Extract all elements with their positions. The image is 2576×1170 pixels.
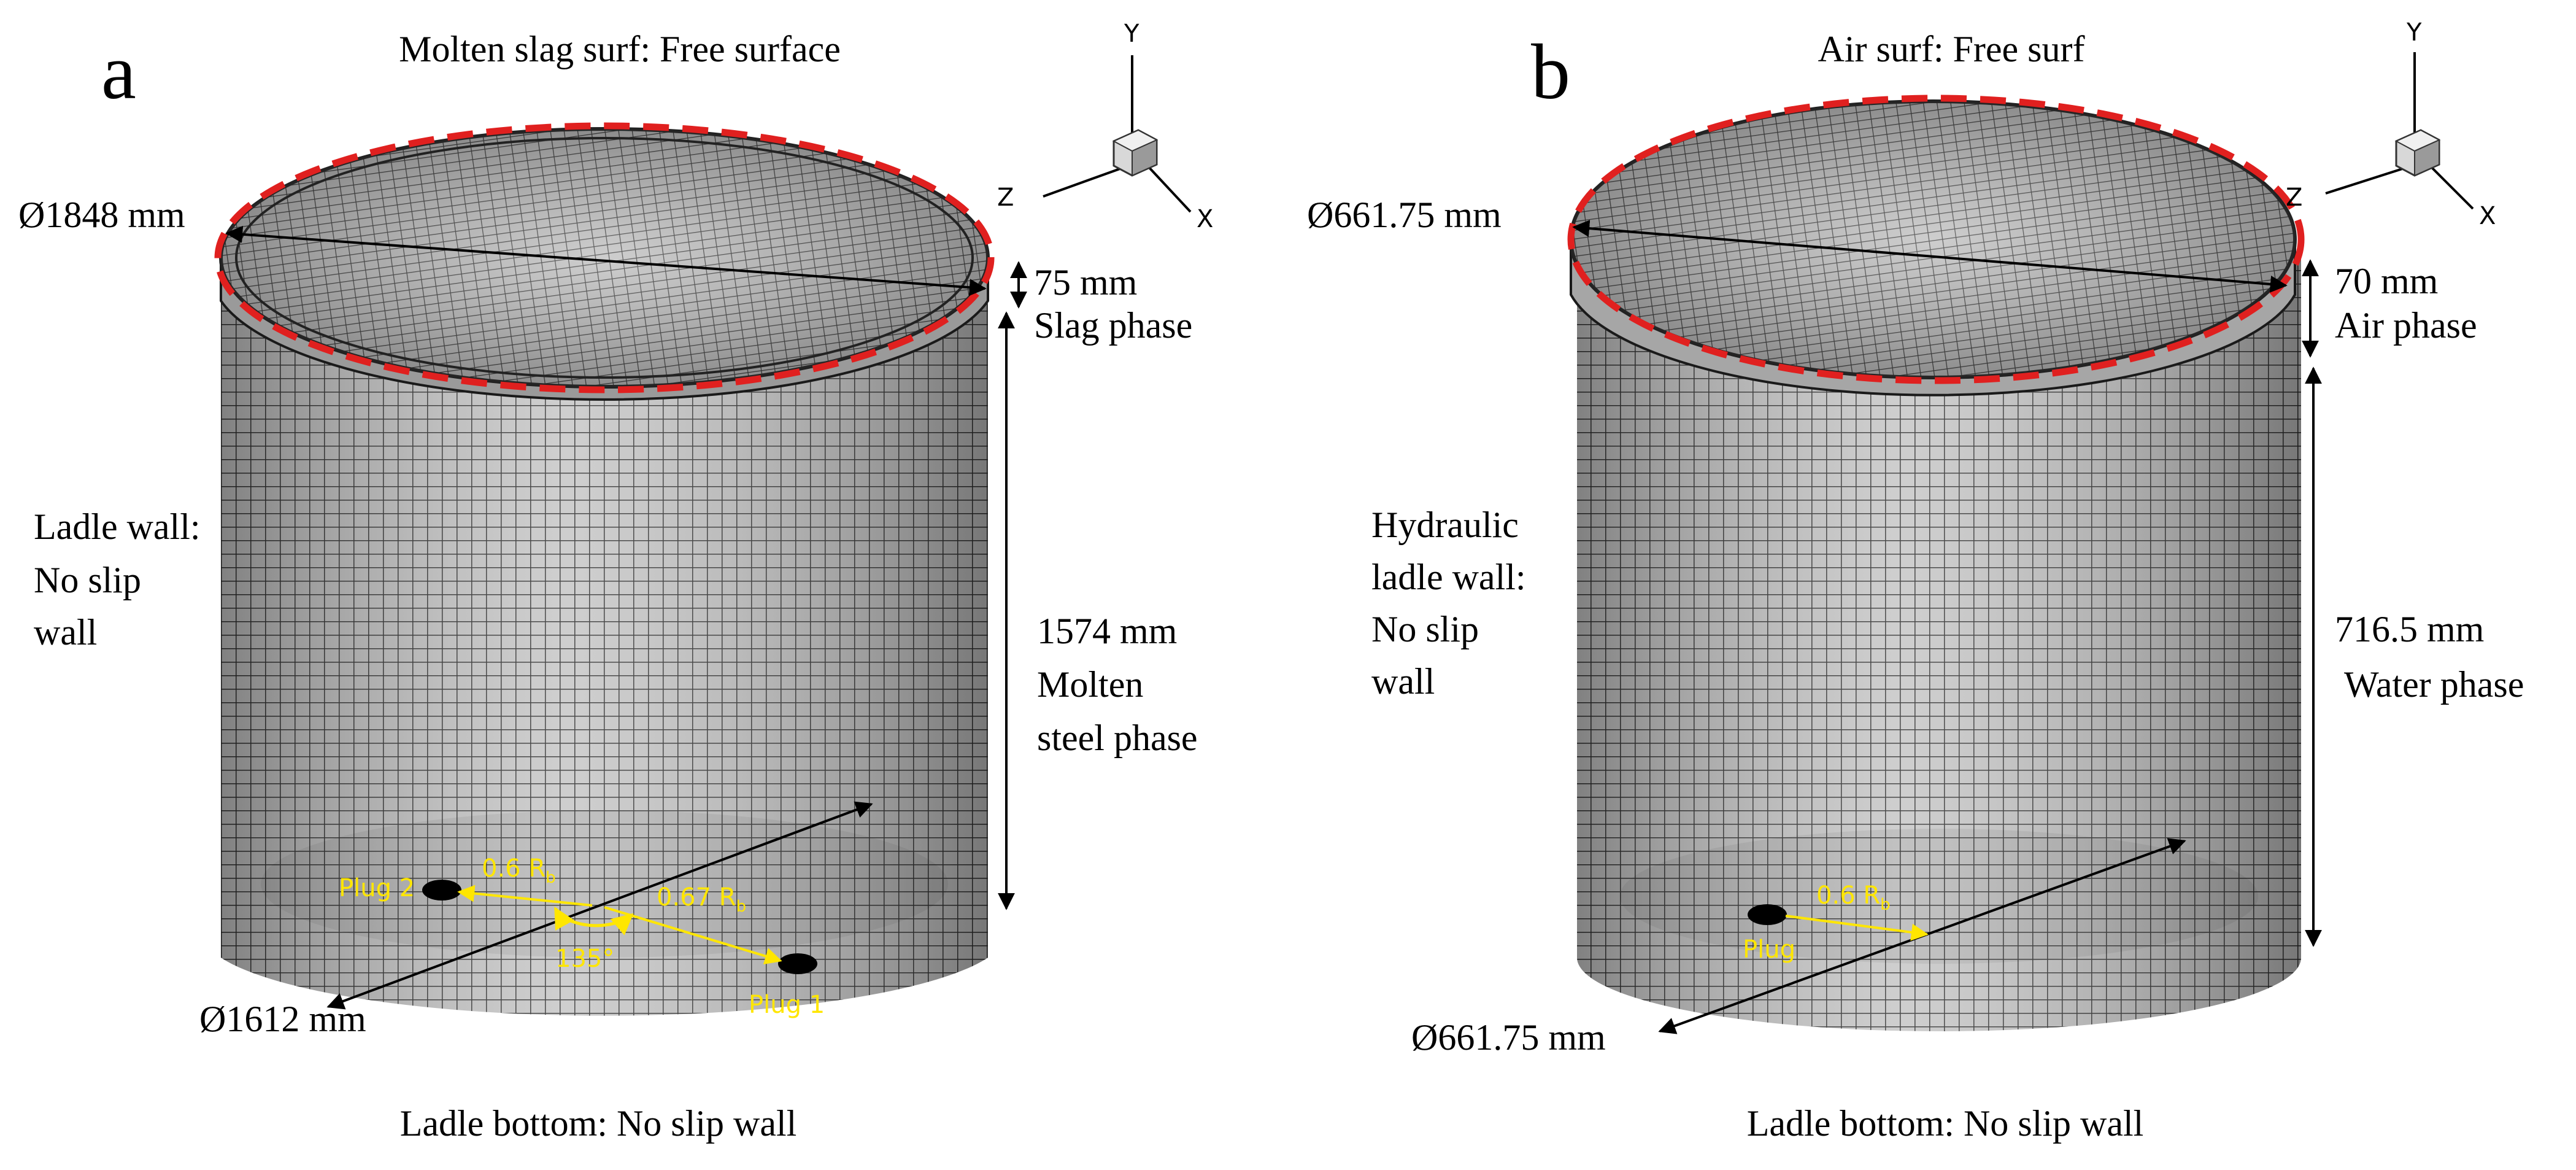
- panel-b-top-layer-phase: Air phase: [2335, 305, 2477, 346]
- panel-b-axis-x: X: [2479, 202, 2496, 230]
- panel-a-bottom-diameter: Ø1612 mm: [199, 999, 366, 1039]
- panel-b-radius-line: [1785, 915, 1929, 941]
- panel-b-axis-y: Y: [2406, 18, 2422, 47]
- panel-b-bottom-diameter: Ø661.75 mm: [1411, 1017, 1606, 1058]
- panel-a-top-layer-phase: Slag phase: [1034, 305, 1192, 346]
- panel-b-axis-z: Z: [2286, 184, 2302, 212]
- panel-a-wall-label-2: No slip: [34, 560, 141, 600]
- panel-b-letter: b: [1531, 28, 1570, 115]
- panel-b-main-height: 716.5 mm: [2335, 609, 2484, 649]
- panel-b-wall-label-4: wall: [1371, 661, 1435, 702]
- panel-a-angle-label: 135°: [555, 945, 614, 973]
- panel-b-wall-label-2: ladle wall:: [1371, 557, 1526, 597]
- panel-a-wall-label-3: wall: [34, 612, 97, 653]
- panel-b-wall-label-1: Hydraulic: [1371, 505, 1519, 545]
- panel-b-axis-triad: Y Z X: [2286, 18, 2496, 230]
- panel-a-plug-1-marker: [778, 953, 817, 974]
- panel-a-plug-2-label: Plug 2: [339, 874, 415, 902]
- panel-a-top-diameter: Ø1848 mm: [18, 195, 185, 235]
- panel-b-plug-marker: [1748, 904, 1787, 925]
- panel-a-top-diameter-line: [225, 225, 987, 296]
- panel-a-radius-2-label: 0.67 Rb: [657, 883, 746, 916]
- panel-a-axis-z: Z: [997, 184, 1014, 212]
- panel-a-letter: a: [101, 28, 136, 115]
- panel-a-axis-x: X: [1197, 205, 1213, 233]
- panel-b: b Air surf: Free surf Ø661.75 mm 70 mm A…: [1307, 18, 2524, 1144]
- panel-a-main-phase-2: steel phase: [1037, 718, 1198, 758]
- panel-a-main-height: 1574 mm: [1037, 611, 1177, 651]
- panel-b-radius-label: 0.6 Rb: [1816, 881, 1891, 914]
- panel-a-bottom-diameter-line: [326, 801, 873, 1010]
- panel-a-axis-triad: Y Z X: [997, 20, 1213, 233]
- panel-a-angle-arc: [553, 906, 634, 936]
- panel-a-plug-1-label: Plug 1: [749, 991, 825, 1019]
- panel-a-axis-y: Y: [1124, 20, 1140, 48]
- panel-a-plug-2-marker: [422, 880, 461, 901]
- panel-b-top-diameter: Ø661.75 mm: [1307, 195, 1502, 235]
- panel-b-plug-label: Plug: [1743, 936, 1795, 964]
- panel-b-bottom-label: Ladle bottom: No slip wall: [1747, 1103, 2144, 1144]
- panel-a-radius-1-label: 0.6 Rb: [482, 854, 556, 887]
- panel-a-top-label: Molten slag surf: Free surface: [399, 29, 841, 69]
- panel-a: a Molten slag surf: Free surface Ø1848 m…: [18, 20, 1213, 1144]
- panel-a-top-layer-height: 75 mm: [1034, 262, 1137, 303]
- panel-a-radius-2-line: [604, 906, 782, 965]
- panel-b-free-surface-outline: [1567, 95, 2305, 384]
- panel-b-top-label: Air surf: Free surf: [1818, 29, 2085, 69]
- panel-a-radius-1-line: [457, 885, 593, 907]
- panel-a-free-surface-outline: [214, 122, 995, 393]
- panel-b-top-diameter-line: [1572, 220, 2288, 293]
- panel-a-bottom-label: Ladle bottom: No slip wall: [400, 1103, 797, 1144]
- panel-b-wall-label-3: No slip: [1371, 609, 1479, 649]
- panel-a-wall-label-1: Ladle wall:: [34, 506, 201, 547]
- panel-b-top-layer-height: 70 mm: [2335, 261, 2438, 301]
- panel-a-main-phase-1: Molten: [1037, 664, 1143, 705]
- panel-b-ladle-mesh: [1569, 99, 2301, 1031]
- panel-b-main-phase: Water phase: [2344, 664, 2524, 705]
